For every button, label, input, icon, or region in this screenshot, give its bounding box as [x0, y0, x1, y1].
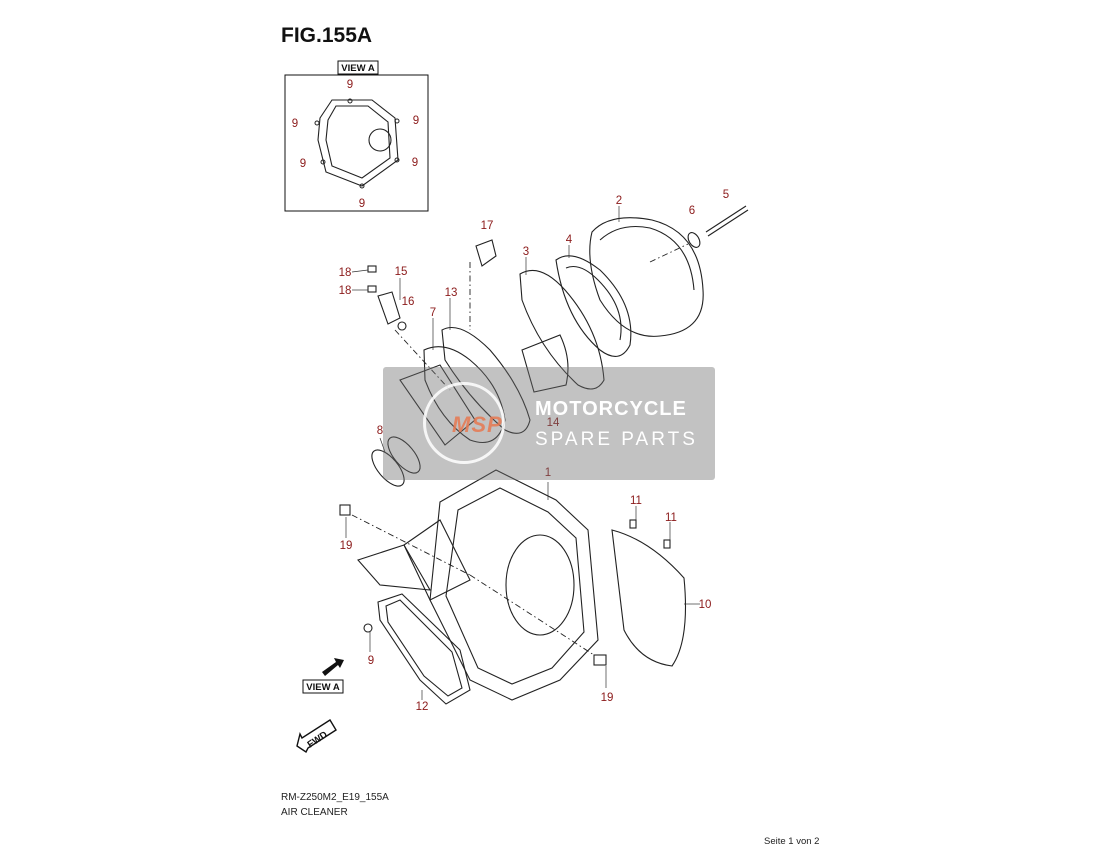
callout-9: 9: [300, 158, 306, 170]
callout-19: 19: [340, 540, 353, 552]
part-10-side-cover: [611, 529, 686, 667]
part-4-filter-element: [555, 255, 632, 357]
section-name: AIR CLEANER: [281, 807, 348, 818]
watermark-logo-text: MSP: [452, 412, 503, 437]
watermark-line1: MOTORCYCLE: [535, 398, 687, 420]
view-a-label: VIEW A: [306, 682, 340, 693]
callout-9: 9: [412, 157, 418, 169]
watermark-line2: SPARE PARTS: [535, 429, 698, 450]
part-3-filter-cage: [519, 269, 605, 390]
part-5-6-bolt-washer: [649, 205, 749, 263]
page-info: Seite 1 von 2: [764, 836, 820, 847]
callout-5: 5: [723, 189, 729, 201]
part-12-gasket: [377, 593, 471, 705]
figure-title: FIG.155A: [281, 24, 373, 47]
view-a-pointer: VIEW A: [302, 658, 344, 694]
callout-9: 9: [359, 198, 365, 210]
callout-8: 8: [377, 425, 383, 437]
screws: [339, 504, 671, 666]
model-code: RM-Z250M2_E19_155A: [281, 792, 389, 803]
part-8-clamp: [371, 436, 421, 487]
callout-9: 9: [413, 115, 419, 127]
callout-4: 4: [566, 234, 573, 246]
callout-3: 3: [523, 246, 529, 258]
part-15-18-fittings: [367, 239, 497, 391]
callout-18: 18: [339, 285, 352, 297]
callout-10: 10: [699, 599, 712, 611]
watermark-overlay: MSP MOTORCYCLE SPARE PARTS: [383, 367, 715, 480]
callout-11: 11: [630, 495, 642, 507]
inset-view-a: VIEW A: [284, 60, 429, 212]
callout-12: 12: [416, 701, 429, 713]
callout-2: 2: [616, 195, 622, 207]
callout-9: 9: [368, 655, 374, 667]
callout-7: 7: [430, 307, 436, 319]
fwd-arrow: FWD: [296, 719, 337, 754]
callout-19: 19: [601, 692, 614, 704]
part-2-filter-cover: [589, 217, 704, 337]
callout-18: 18: [339, 267, 352, 279]
leader-lines: [345, 206, 700, 700]
callout-16: 16: [402, 296, 415, 308]
callout-14: 14: [547, 417, 560, 429]
callout-9: 9: [292, 118, 298, 130]
callout-6: 6: [689, 205, 695, 217]
callout-1: 1: [545, 467, 551, 479]
inset-label: VIEW A: [341, 63, 375, 74]
callout-9: 9: [347, 79, 353, 91]
callout-17: 17: [481, 220, 494, 232]
part-1-air-box: [357, 469, 599, 701]
watermark-logo: MSP: [423, 382, 505, 464]
callouts: 9 9 9 9 9 9 2 5 6 17 4 3 18 15 18 13 16 …: [292, 79, 729, 713]
callout-15: 15: [395, 266, 408, 278]
callout-11: 11: [665, 512, 677, 524]
callout-13: 13: [445, 287, 458, 299]
